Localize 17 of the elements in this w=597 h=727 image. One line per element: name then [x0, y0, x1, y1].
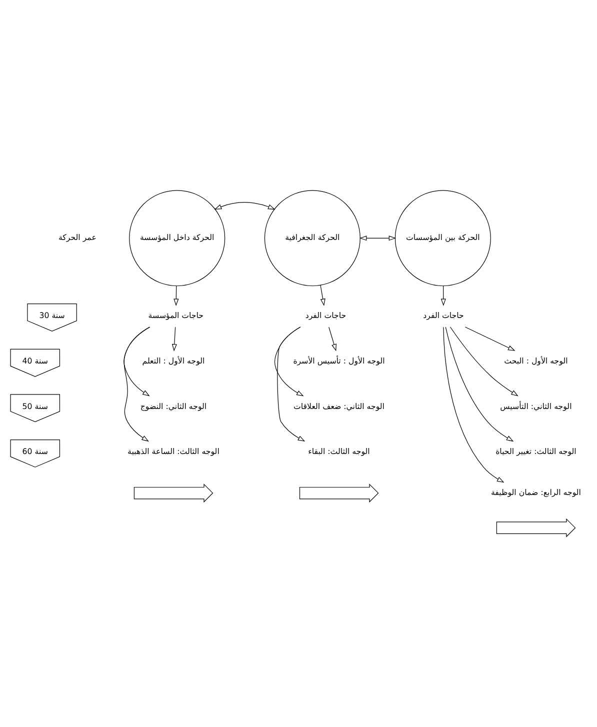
arrow [450, 326, 518, 396]
arrow [277, 326, 306, 442]
arrow [174, 286, 179, 306]
node-arrow [299, 484, 379, 503]
arrow [445, 326, 514, 442]
node-arrow [496, 518, 576, 538]
arrow [214, 202, 276, 210]
arrow [443, 326, 504, 483]
node-arrow [134, 484, 214, 503]
arrow [124, 326, 150, 396]
arrow [124, 326, 150, 442]
arrow [359, 236, 396, 241]
arrow [440, 286, 446, 306]
arrow [172, 326, 177, 352]
arrow [328, 326, 336, 352]
arrow [464, 326, 516, 351]
arrow [320, 285, 326, 306]
